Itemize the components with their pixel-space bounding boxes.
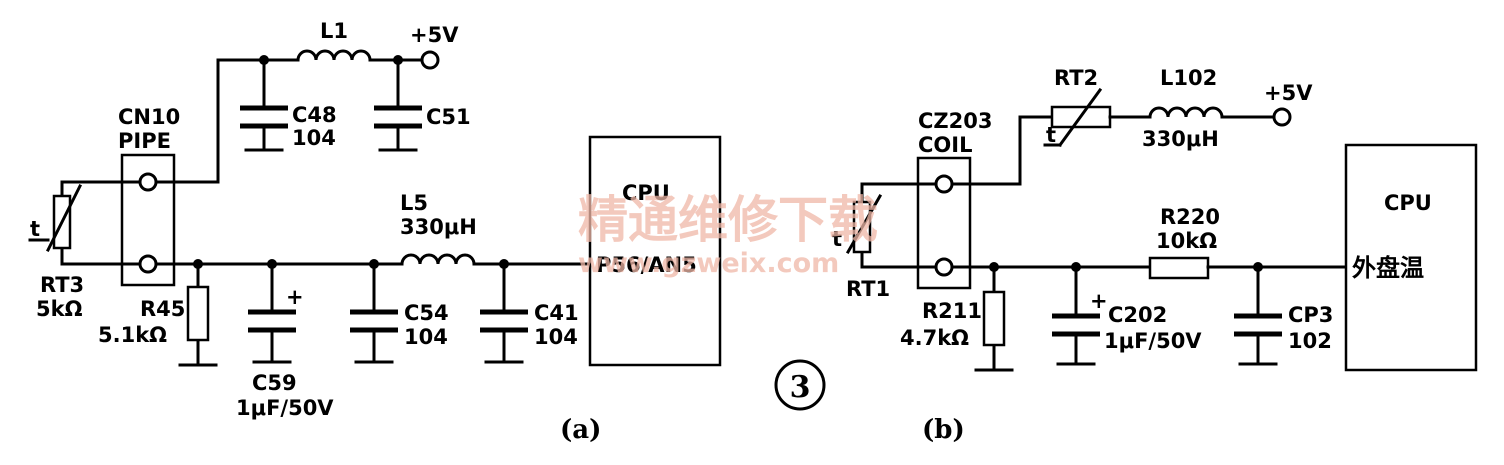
supply-wire-a [154, 58, 300, 184]
r45-label: R45 [140, 297, 185, 321]
pipe-label: PIPE [118, 129, 171, 153]
l5-label: L5 [400, 191, 428, 215]
l102-label: L102 [1160, 66, 1217, 90]
vcc-terminal-b [1272, 107, 1292, 127]
rt3-label: RT3 [40, 273, 84, 297]
cp3-capacitor [1234, 313, 1282, 337]
cpu-a-pin-label: P56/AN5 [596, 253, 697, 277]
l5-inductor [400, 253, 476, 266]
figure-number-circle [774, 359, 826, 411]
r220-resistor [1148, 256, 1210, 280]
cpu-a-label: CPU [622, 181, 670, 205]
caption-b: (b) [922, 415, 965, 445]
figure-number-digit: 3 [790, 370, 811, 405]
c202-value: 1μF/50V [1104, 329, 1202, 353]
c59-plus: + [286, 285, 304, 309]
rt2-label: RT2 [1054, 66, 1098, 90]
cpu-a-box [588, 135, 722, 367]
c41-label: C41 [534, 301, 579, 325]
rt2-t-label: t [1046, 123, 1056, 147]
r45-value: 5.1kΩ [98, 323, 167, 347]
supply-wire-b [950, 115, 1054, 186]
cpu-b-sensor-label: 外盘温 [1352, 254, 1424, 282]
watermark-title: 精通维修下载 [578, 191, 878, 249]
vcc-label-a: +5V [410, 23, 459, 47]
rt2-slash [1043, 87, 1103, 148]
c51-label: C51 [426, 105, 471, 129]
l5-value: 330μH [400, 215, 477, 239]
rt1-slash [845, 193, 883, 255]
r211-resistor [982, 290, 1006, 347]
cp3-value: 102 [1288, 329, 1332, 353]
rt3-value: 5kΩ [36, 297, 83, 321]
vcc-terminal-a [420, 50, 440, 70]
cp3-label: CP3 [1288, 303, 1333, 327]
l1-inductor [296, 49, 372, 62]
c54-value: 104 [404, 325, 448, 349]
c202-capacitor [1052, 313, 1100, 337]
caption-a: (a) [560, 415, 601, 445]
rt3-slash [28, 183, 83, 253]
c54-label: C54 [404, 301, 449, 325]
c41-capacitor [480, 309, 528, 333]
r45-resistor [186, 285, 210, 342]
l102-value: 330μH [1142, 127, 1219, 151]
cn10-pin-2 [138, 254, 158, 274]
r220-label: R220 [1160, 205, 1220, 229]
cz203-pin-1 [934, 174, 954, 194]
c59-label: C59 [252, 371, 297, 395]
cpu-b-label: CPU [1384, 191, 1432, 215]
cz203-pin-2 [934, 257, 954, 277]
cn10-pin-1 [138, 172, 158, 192]
rt3-t-label: t [30, 217, 40, 241]
cn10-label: CN10 [118, 105, 180, 129]
circuit-a: L1 +5V C48 104 C51 CN10 PIPE t RT3 5kΩ R… [28, 19, 722, 445]
r211-value: 4.7kΩ [900, 326, 969, 350]
l1-label: L1 [320, 19, 348, 43]
cpu-b-box [1344, 143, 1478, 372]
vcc-label-b: +5V [1264, 81, 1313, 105]
coil-label: COIL [918, 133, 972, 157]
cz203-label: CZ203 [918, 109, 992, 133]
c48-label: C48 [292, 103, 337, 127]
r211-label: R211 [922, 299, 982, 323]
watermark-url: www.gzweix.com [578, 248, 839, 279]
rt1-t-label: t [832, 227, 842, 251]
l102-inductor [1148, 106, 1224, 119]
c48-capacitor [240, 105, 288, 129]
r220-value: 10kΩ [1156, 229, 1217, 253]
c54-capacitor [350, 309, 398, 333]
c41-value: 104 [534, 325, 578, 349]
c202-label: C202 [1108, 303, 1167, 327]
c202-plus: + [1090, 289, 1108, 313]
rt1-label: RT1 [846, 277, 890, 301]
c51-capacitor [374, 105, 422, 129]
c48-value: 104 [292, 126, 336, 150]
c59-capacitor [248, 309, 296, 333]
c59-value: 1μF/50V [236, 396, 334, 420]
circuit-b: RT2 t L102 330μH +5V CZ203 COIL t RT1 R2… [832, 66, 1478, 445]
